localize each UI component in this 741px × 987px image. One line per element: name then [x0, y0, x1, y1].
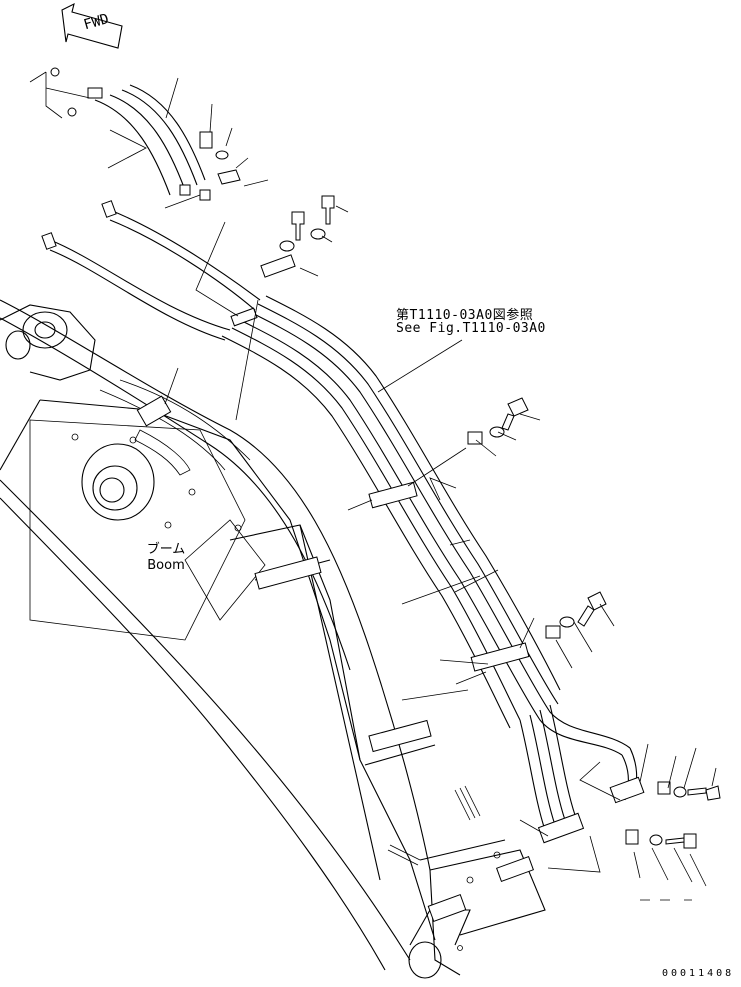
boom-label-jp: ブーム [146, 542, 186, 557]
reference-note-en: See Fig.T1110-03A0 [396, 321, 546, 336]
drawing-number: 00011408 [662, 968, 735, 979]
boom-structure [0, 299, 546, 979]
leader-lines [29, 71, 717, 901]
clamp-set [136, 254, 645, 922]
boom-label: ブーム Boom [144, 542, 188, 574]
fastener-set [50, 67, 721, 849]
hydraulic-tube-bundle [41, 84, 638, 831]
reference-note-jp: 第T1110-03A0図参照 [396, 308, 534, 323]
boom-label-en: Boom [147, 558, 185, 573]
fwd-arrow-icon [61, 2, 123, 49]
